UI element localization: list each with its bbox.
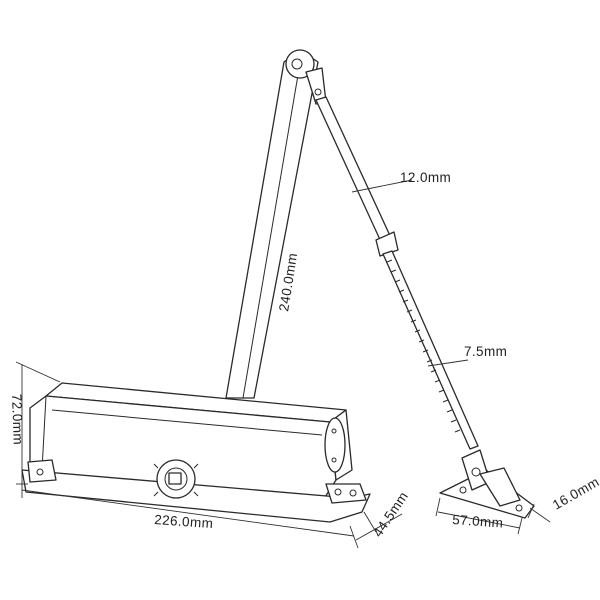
closer-body — [21, 382, 371, 523]
door-bracket — [439, 449, 535, 519]
lower-rod-label: 7.5mm — [464, 344, 507, 359]
body-depth-label: 44.5mm — [370, 489, 411, 540]
upper-rod-label: 12.0mm — [400, 170, 451, 185]
main-arm — [225, 49, 319, 399]
bracket-width-label: 57.0mm — [452, 512, 504, 531]
body-length-label: 226.0mm — [154, 512, 214, 531]
connecting-rod — [305, 67, 479, 450]
dimension-lines — [15, 179, 551, 549]
bracket-depth-label: 16.0mm — [550, 474, 600, 513]
body-height-label: 72.0mm — [9, 394, 26, 446]
